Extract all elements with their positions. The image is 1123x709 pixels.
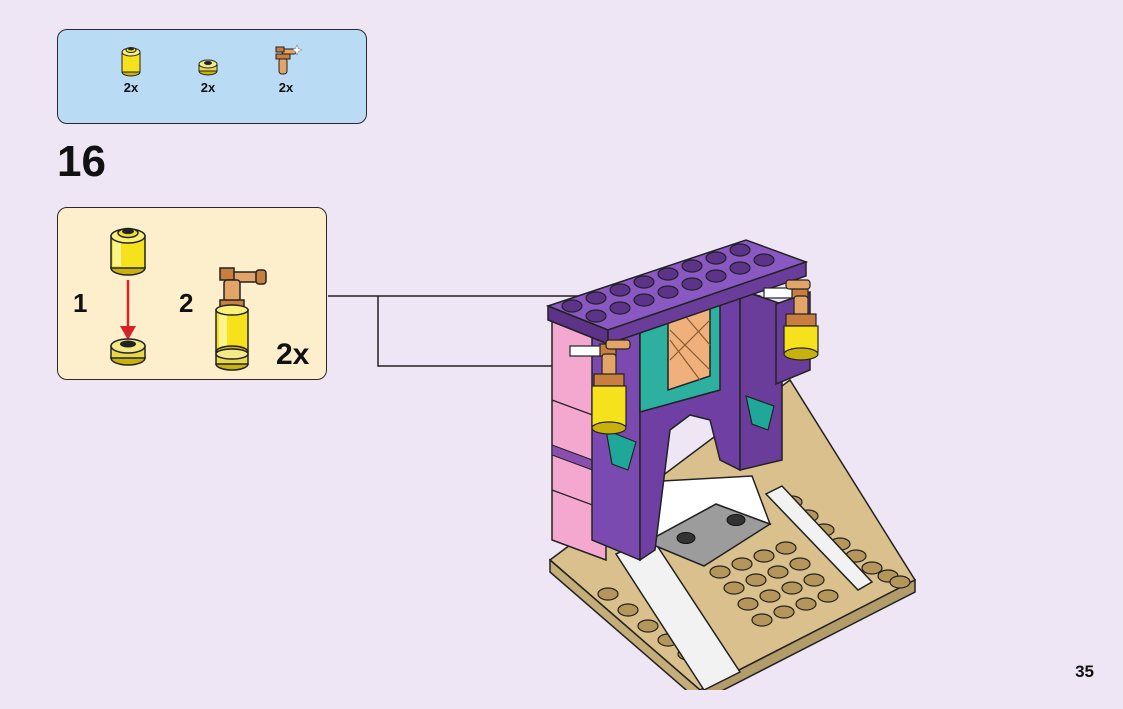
- page-number: 35: [1075, 662, 1094, 682]
- tower-model-illustration: [520, 220, 940, 690]
